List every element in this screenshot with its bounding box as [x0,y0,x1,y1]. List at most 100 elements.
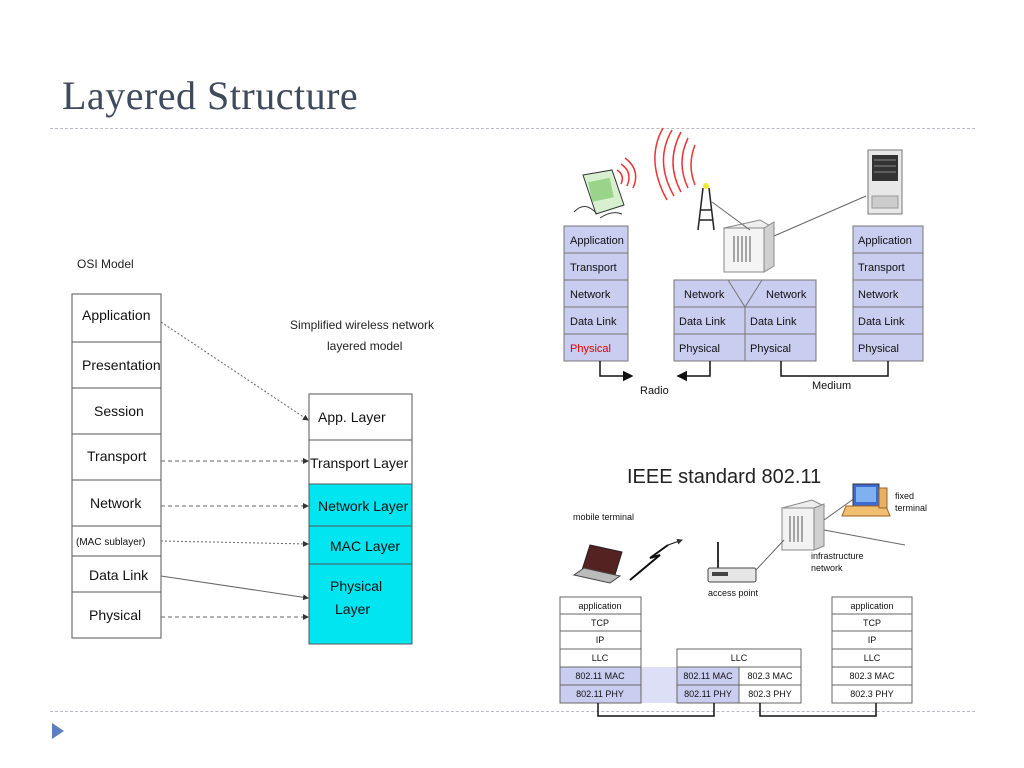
stack-middle-label: Physical [679,343,720,355]
link-antenna-switch [711,201,751,231]
osi-mapping-arrows [160,321,309,620]
stack-middle-network-split [727,279,763,308]
ieee-middle-label: 802.3 PHY [748,689,792,699]
stack-left-label: Physical [570,343,611,355]
slide-title: Layered Structure [62,73,359,118]
stack-middle-label: Network [766,289,807,301]
stack-middle-label: Data Link [750,316,797,328]
ieee-left-label: IP [596,635,605,645]
radio-label: Radio [640,385,669,397]
osi-layer-session-box [71,387,162,435]
simplified-layer-label: Physical [330,578,382,594]
ieee-left-label: application [578,601,621,611]
stack-right-physical-box [852,333,924,362]
stack-left-label: Application [570,235,624,247]
ieee-right-phy-box [831,684,913,704]
stack-right-label: Data Link [858,316,905,328]
wired-link-bracket [759,703,877,717]
osi-layer-application-box [71,293,162,343]
link-ap-rack [755,539,785,571]
antenna-tower-icon [654,127,715,231]
osi-layer-label: Session [94,403,144,419]
simplified-layer-label: Network Layer [318,498,409,514]
osi-layer-datalink-box [71,555,162,593]
stack-middle-label: Physical [750,343,791,355]
footer-divider [50,711,975,712]
stack-left-label: Network [570,289,611,301]
ieee-middle-label: 802.11 PHY [684,689,732,699]
wireless-arrow [667,538,683,546]
stack-right-network-box [852,279,924,308]
link-switch-server [773,195,867,237]
stack-left-application-box [563,225,629,254]
mobile-terminal-label: mobile terminal [573,512,634,522]
desktop-computer-icon [841,483,891,517]
ieee-middle-label: LLC [731,653,748,663]
access-point-label: access point [708,588,759,598]
infrastructure-label: network [811,563,843,573]
simplified-model: Simplified wireless network layered mode… [290,318,435,645]
server-tower-icon [867,149,903,215]
link-rack-desktop [823,497,856,521]
stack-left-physical-box [563,333,629,362]
simplified-layer-label: App. Layer [318,409,386,425]
simplified-app-box [308,393,413,441]
stack-diagram: Application Transport Network Data Link … [563,127,924,397]
radio-arrow-left [676,361,711,382]
osi-layer-label: Transport [87,448,147,464]
ieee-middle-label: 802.11 MAC [683,671,733,681]
stack-middle-datalink-right-box [744,306,817,335]
infrastructure-rack-icon [780,499,826,551]
link-rack-network [823,529,906,546]
osi-layer-label: Data Link [89,567,149,583]
ieee-right-label: TCP [863,618,881,628]
stack-middle-physical-left-box [673,333,746,362]
stack-right-label: Transport [858,262,905,274]
play-bullet-icon [52,723,64,739]
stack-left-label: Transport [570,262,617,274]
ieee-middle-8023-phy-box [738,684,802,704]
ieee-title: IEEE standard 802.11 [627,466,821,488]
ieee-right-label: application [850,601,893,611]
ieee-left-label: 802.11 MAC [575,671,625,681]
ieee-diagram: IEEE standard 802.11 mobile terminal acc… [559,466,927,717]
osi-layer-physical-box [71,591,162,639]
title-divider [50,128,975,129]
osi-layer-label: Application [82,307,151,323]
simplified-layer-label: Layer [335,601,370,617]
ieee-middle-label: 802.3 MAC [747,671,793,681]
laptop-icon [572,544,623,584]
osi-layer-transport-box [71,433,162,481]
stack-left-label: Data Link [570,316,617,328]
osi-caption: OSI Model [77,257,134,271]
arrow-datalink [160,575,309,601]
ieee-left-label: TCP [591,618,609,628]
stack-right-label: Application [858,235,912,247]
ieee-right-label: LLC [864,653,881,663]
simplified-layer-label: Transport Layer [310,455,409,471]
stack-left-datalink-box [563,306,629,335]
ieee-left-phy-box [559,684,642,704]
pda-icon [573,157,637,219]
osi-layer-label: Network [90,495,142,511]
osi-model: OSI Model Application Presentation Sessi… [71,257,162,639]
ieee-right-label: IP [868,635,877,645]
osi-layer-label: Physical [89,607,141,623]
arrow-mac [160,540,309,547]
simplified-caption: Simplified wireless network [290,318,435,332]
stack-right-application-box [852,225,924,254]
simplified-caption: layered model [327,339,402,353]
fixed-terminal-label: terminal [895,503,927,513]
osi-layer-network-box [71,479,162,527]
infrastructure-label: infrastructure [811,551,864,561]
osi-layer-label: (MAC sublayer) [76,537,145,548]
wireless-bolt-icon [629,544,669,581]
switch-rack-icon [722,219,776,273]
simplified-layer-label: MAC Layer [330,538,400,554]
simplified-physical-box [308,563,413,645]
fixed-terminal-label: fixed [895,491,914,501]
ieee-left-label: LLC [592,653,609,663]
stack-right-datalink-box [852,306,924,335]
medium-label: Medium [812,380,851,392]
